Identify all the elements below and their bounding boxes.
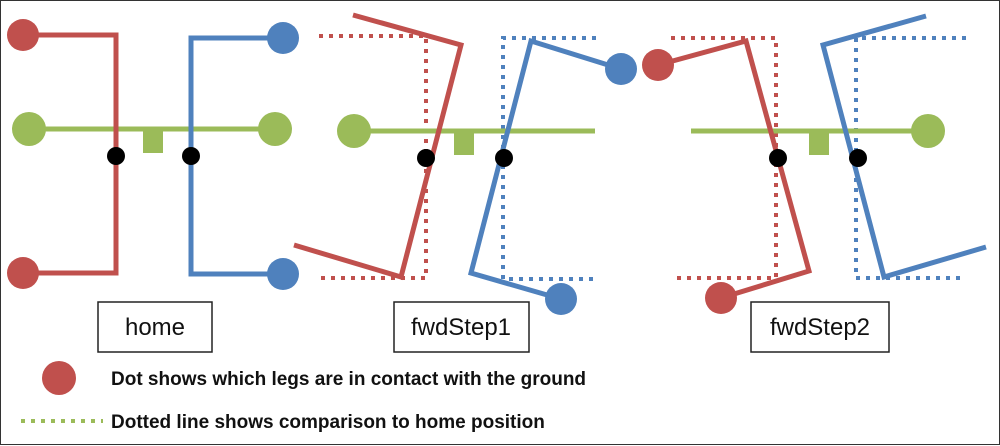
fwdstep1-red-home-dotted xyxy=(319,34,428,280)
fwdstep1-blue-leg xyxy=(467,37,622,302)
fwdstep2-red-rear-foot xyxy=(705,282,737,314)
fwdstep2-label: fwdStep2 xyxy=(770,314,870,341)
fwdstep2-body-marker xyxy=(809,131,829,155)
fwdstep1-body-marker xyxy=(454,131,474,155)
fwdstep1-blue-home-dotted xyxy=(501,36,596,281)
home-label: home xyxy=(125,314,185,341)
fwdstep2-red-front-foot xyxy=(642,49,674,81)
legend-contact-dot xyxy=(42,361,76,395)
fwdstep1-left-center-foot xyxy=(337,114,371,148)
pose-home: home xyxy=(7,19,299,353)
home-blue-front-foot xyxy=(267,22,299,54)
home-body-marker xyxy=(143,129,163,153)
fwdstep2-red-home-dotted xyxy=(671,36,778,280)
home-red-rear-foot xyxy=(7,257,39,289)
fwdstep2-right-center-foot xyxy=(911,114,945,148)
fwdstep1-label: fwdStep1 xyxy=(411,314,511,341)
fwdstep2-blue-pivot xyxy=(849,149,867,167)
home-right-center-foot xyxy=(258,112,292,146)
fwdstep2-blue-leg xyxy=(819,13,987,281)
legend: Dot shows which legs are in contact with… xyxy=(21,361,586,433)
home-label-box xyxy=(97,301,213,353)
home-red-front-foot xyxy=(7,19,39,51)
home-blue-pivot xyxy=(182,147,200,165)
pose-fwdstep1: fwdStep1 xyxy=(293,12,637,353)
fwdstep2-red-pivot xyxy=(769,149,787,167)
fwdstep1-blue-front-foot xyxy=(605,53,637,85)
fwdstep2-label-box xyxy=(750,301,890,353)
pose-fwdstep2: fwdStep2 xyxy=(642,13,987,353)
home-red-leg xyxy=(23,32,119,276)
fwdstep1-red-leg xyxy=(293,12,465,281)
legend-contact-text: Dot shows which legs are in contact with… xyxy=(111,369,586,390)
fwdstep1-blue-rear-foot xyxy=(545,283,577,315)
home-red-pivot xyxy=(107,147,125,165)
home-left-center-foot xyxy=(12,112,46,146)
fwdstep2-red-leg xyxy=(657,37,813,301)
home-blue-leg xyxy=(188,35,283,277)
home-blue-rear-foot xyxy=(267,258,299,290)
fwdstep1-blue-pivot xyxy=(495,149,513,167)
legend-dotted-text: Dotted line shows comparison to home pos… xyxy=(111,412,545,433)
fwdstep1-red-pivot xyxy=(417,149,435,167)
fwdstep1-label-box xyxy=(393,301,530,353)
